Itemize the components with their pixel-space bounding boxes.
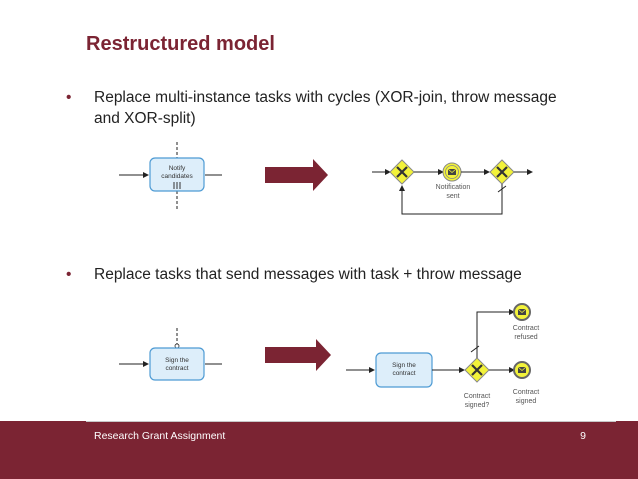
bullet-marker: • [66,266,72,283]
default-flow-marker [470,345,480,353]
task-label: Notify [169,165,186,172]
bullet-marker: • [66,89,72,106]
throw-message-event-icon [442,162,462,182]
task-sign-contract [149,347,205,381]
bullet-text: Replace tasks that send messages with ta… [94,266,522,283]
loop-back-flow [399,184,503,215]
event-label: sent [446,193,459,200]
transform-arrow-icon [265,339,331,371]
xor-split-gateway-icon [489,159,515,185]
task-notify-candidates [149,157,205,192]
footer-text: Research Grant Assignment [94,430,226,442]
page-number: 9 [580,430,586,442]
event-label: refused [514,334,537,341]
slide-title: Restructured model [86,33,275,55]
task-label: contract [392,370,415,377]
multi-instance-marker-icon [173,182,181,189]
xor-join-gateway-icon [389,159,415,185]
footer-divider [86,421,616,422]
bullet-item: • Replace multi-instance tasks with cycl… [66,87,566,129]
gateway-label: signed? [465,402,490,409]
event-label: Contract [513,325,540,332]
task-label: Sign the [392,362,416,369]
event-label: signed [516,398,537,405]
diagram2-after: Sign the contract Contract signed? Contr… [346,303,540,409]
diagram1-before: Notify candidates [119,142,222,210]
xor-gateway-icon [464,357,490,383]
sequence-flow [476,309,515,358]
task-label: contract [165,365,188,372]
end-message-event-signed-icon [513,361,531,379]
event-label: Notification [436,184,471,191]
bullet-text: Replace multi-instance tasks with cycles… [94,89,557,127]
task-label: candidates [161,173,193,180]
event-label: Contract [513,389,540,396]
transform-arrow-icon [265,159,328,191]
gateway-label: Contract [464,393,491,400]
diagram2-before: Sign the contract [119,328,222,381]
task-label: Sign the [165,357,189,364]
bpmn-diagrams: Notify candidates Notification sent [119,142,540,409]
bullet-item: • Replace tasks that send messages with … [66,264,606,285]
end-message-event-refused-icon [513,303,531,321]
footer-bar [0,421,638,479]
default-flow-marker [497,185,507,193]
diagram1-after: Notification sent [372,159,533,215]
